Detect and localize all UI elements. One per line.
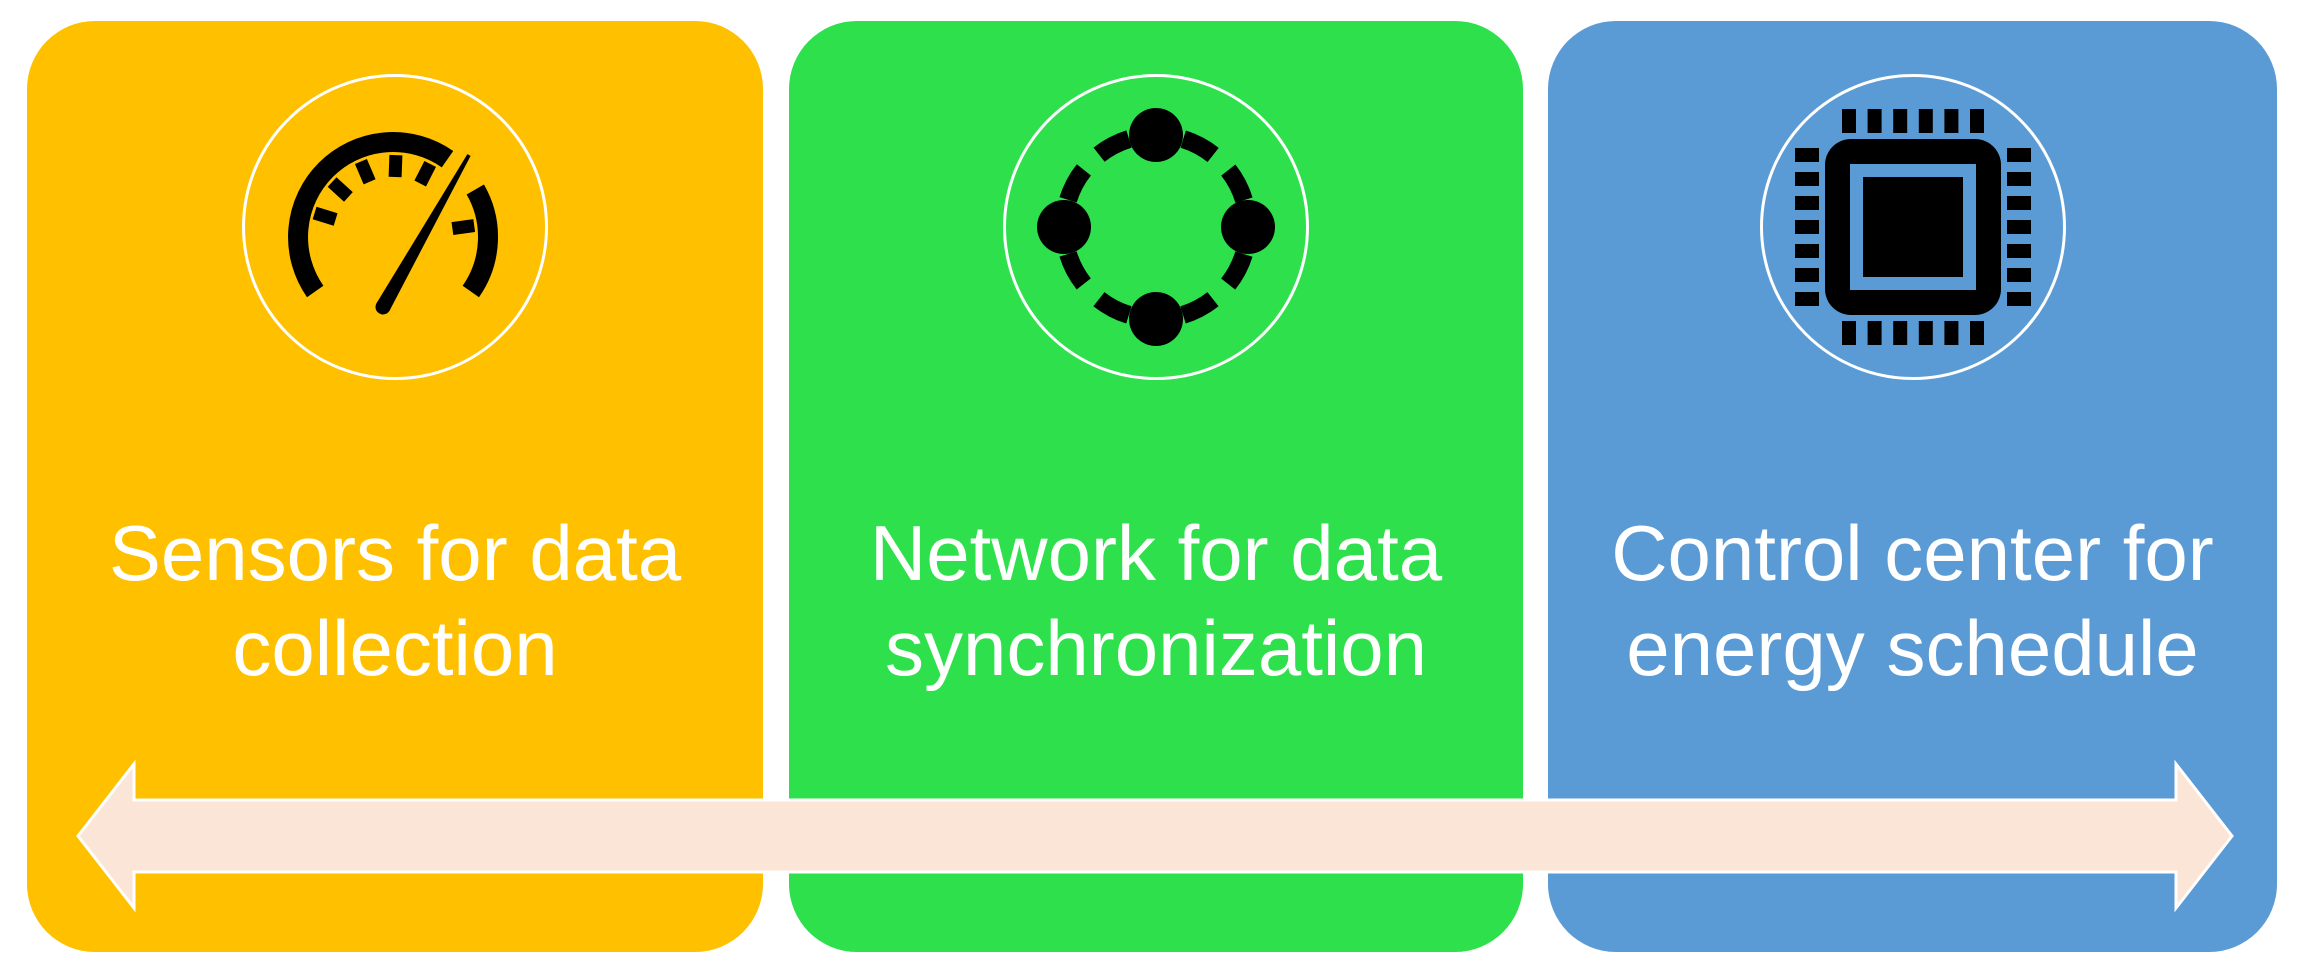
network-icon-circle bbox=[1003, 74, 1309, 380]
label-line: Sensors for data bbox=[108, 509, 682, 597]
speedometer-icon bbox=[288, 132, 498, 315]
card-network: Network for data synchronization bbox=[789, 21, 1523, 952]
label-line: collection bbox=[232, 604, 558, 693]
label-line: energy schedule bbox=[1626, 604, 2199, 693]
card-label-control: Control center for energy schedule bbox=[1548, 506, 2277, 696]
card-label-sensors: Sensors for data collection bbox=[27, 506, 763, 696]
label-line: Network for data bbox=[869, 509, 1443, 597]
label-line: Control center for bbox=[1611, 509, 2214, 597]
label-line: synchronization bbox=[885, 604, 1427, 693]
card-control-center: Control center for energy schedule bbox=[1548, 21, 2277, 952]
card-label-network: Network for data synchronization bbox=[789, 506, 1523, 696]
cpu-chip-icon bbox=[1794, 109, 2031, 345]
card-sensors: Sensors for data collection bbox=[27, 21, 763, 952]
sensors-icon-circle bbox=[242, 74, 548, 380]
cpu-icon-circle bbox=[1759, 74, 2066, 380]
network-sync-icon bbox=[1037, 108, 1275, 346]
